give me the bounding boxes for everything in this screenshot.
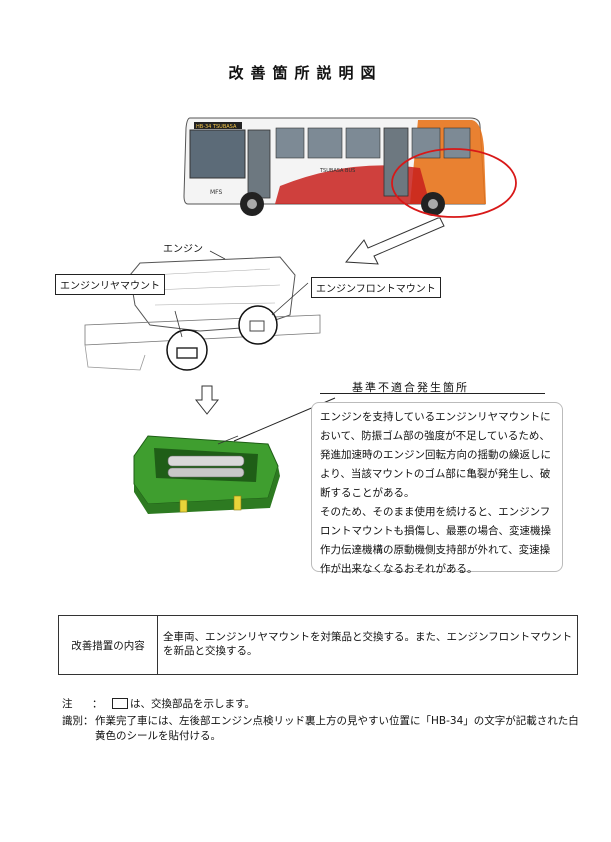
front-mount-callout xyxy=(238,305,278,345)
engine-diagram xyxy=(84,250,321,371)
defect-heading: 基準不適合発生箇所 xyxy=(352,381,469,394)
engine-label: エンジン xyxy=(163,244,203,255)
rear-highlight-ellipse xyxy=(391,148,517,218)
rear-mount-callout xyxy=(166,329,208,371)
page-title: 改善箇所説明図 xyxy=(228,64,383,82)
bus-illustration: HB-34 TSUBASA MFS TSUBASA BUS xyxy=(183,117,517,218)
defect-paragraph-1: エンジンを支持しているエンジンリヤマウントにおいて、防振ゴム部の強度が不足してい… xyxy=(320,411,551,499)
bus-front-logo: MFS xyxy=(210,189,223,196)
rear-mount-label: エンジンリヤマウント xyxy=(55,274,165,295)
note-text: は、交換部品を示します。 xyxy=(130,698,255,710)
bus-destination-sign: HB-34 TSUBASA xyxy=(196,124,237,130)
bus-side-text: TSUBASA BUS xyxy=(319,168,355,174)
remedy-text: 全車両、エンジンリヤマウントを対策品と交換する。また、エンジンフロントマウントを… xyxy=(163,631,573,657)
identification-label: 識別： xyxy=(62,715,94,727)
front-mount-label: エンジンフロントマウント xyxy=(311,277,441,298)
remedy-table: 改善措置の内容 全車両、エンジンリヤマウントを対策品と交換する。また、エンジンフ… xyxy=(58,615,578,675)
defect-paragraph-2: そのため、そのまま使用を続けると、エンジンフロントマウントも損傷し、最悪の場合、… xyxy=(320,506,551,575)
heading-underline xyxy=(320,393,545,394)
rear-mount-part-illustration xyxy=(133,435,280,514)
replacement-part-box-icon xyxy=(112,698,128,709)
defect-description: エンジンを支持しているエンジンリヤマウントにおいて、防振ゴム部の強度が不足してい… xyxy=(320,408,560,579)
identification-text: 作業完了車には、左後部エンジン点検リッド裏上方の見やすい位置に「HB-34」の文… xyxy=(95,715,579,742)
note-colon: ： xyxy=(92,698,103,710)
defect-description-box xyxy=(311,402,563,572)
pointer-arrow-icon xyxy=(344,217,445,265)
remedy-label: 改善措置の内容 xyxy=(59,616,158,674)
note-label: 注 xyxy=(62,698,73,710)
down-arrow-icon xyxy=(194,385,220,415)
